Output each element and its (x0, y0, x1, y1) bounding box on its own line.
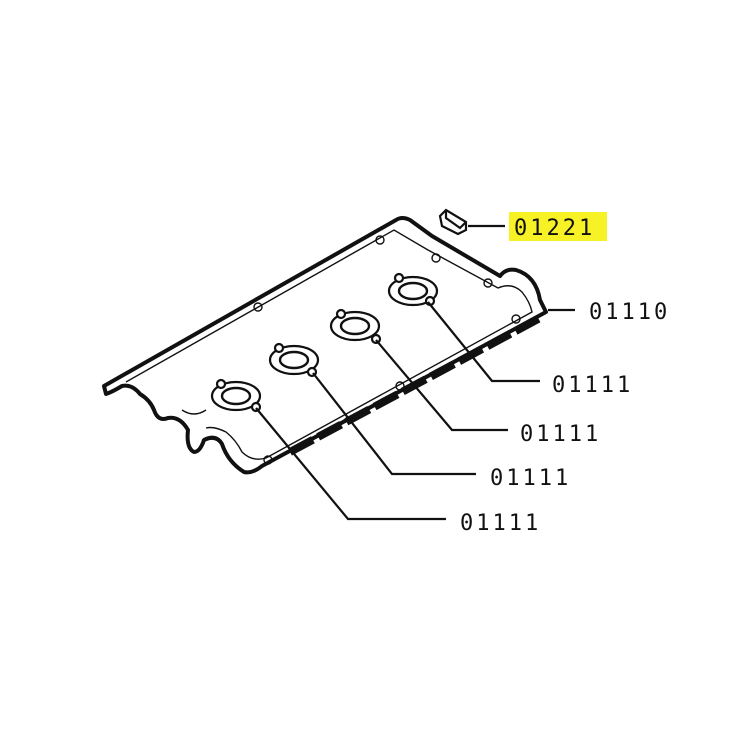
leader-ring-2 (312, 372, 476, 476)
leader-lines (255, 224, 575, 521)
plug-seal-2 (268, 342, 320, 378)
part-number-ring-1[interactable]: 01111 (460, 511, 541, 536)
highlight-box (509, 212, 607, 241)
leader-ring-1 (255, 407, 446, 521)
part-number-01110[interactable]: 01110 (589, 300, 670, 325)
valve-cover-gasket (102, 216, 548, 475)
leader-ring-3 (375, 339, 508, 432)
part-number-ring-4[interactable]: 01111 (552, 373, 633, 398)
cap-part (438, 208, 468, 236)
plug-seal-4 (387, 272, 439, 307)
leader-ring-4 (427, 301, 540, 383)
part-number-ring-3[interactable]: 01111 (520, 422, 601, 447)
plug-seal-1 (210, 378, 262, 413)
part-number-01221[interactable]: 01221 (514, 216, 595, 241)
plug-seal-3 (329, 308, 382, 345)
part-number-ring-2[interactable]: 01111 (490, 466, 571, 491)
